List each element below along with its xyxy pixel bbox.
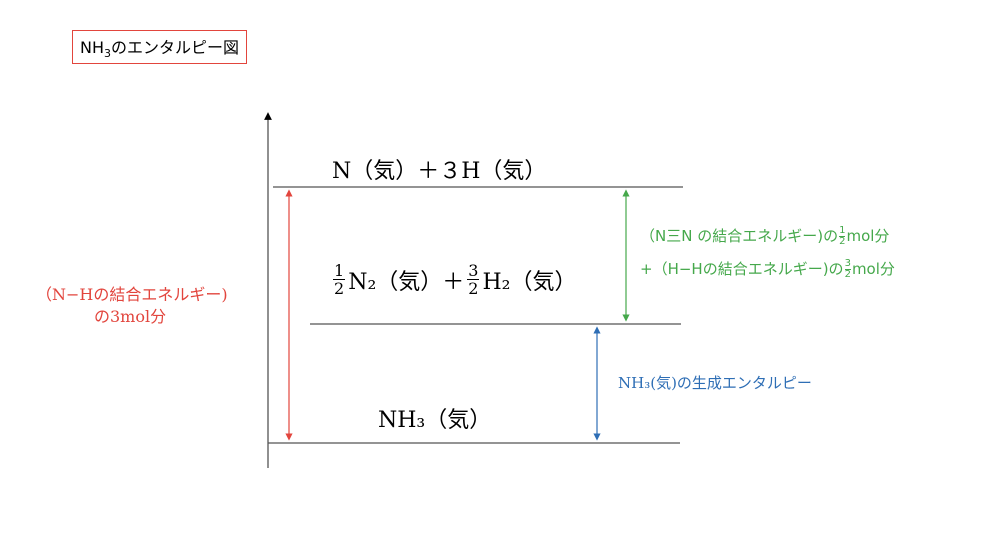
blue-label: NH₃(気)の生成エンタルピー	[618, 374, 812, 392]
level-top-label: N（気）＋３H（気）	[332, 159, 547, 184]
title-suffix: のエンタルピー図	[111, 38, 240, 57]
level-mid-n-text: N₂（気）＋	[348, 269, 465, 295]
title-subscript: 3	[104, 47, 111, 61]
level-bottom-label: NH₃（気）	[378, 408, 492, 433]
level-mid-h-text: H₂（気）	[482, 269, 577, 295]
diagram-title: NH3のエンタルピー図	[72, 30, 248, 65]
red-label-line1: （N−Hの結合エネルギー)	[36, 285, 228, 304]
red-label-line2: の3mol分	[94, 307, 167, 326]
title-prefix: NH	[80, 38, 104, 57]
